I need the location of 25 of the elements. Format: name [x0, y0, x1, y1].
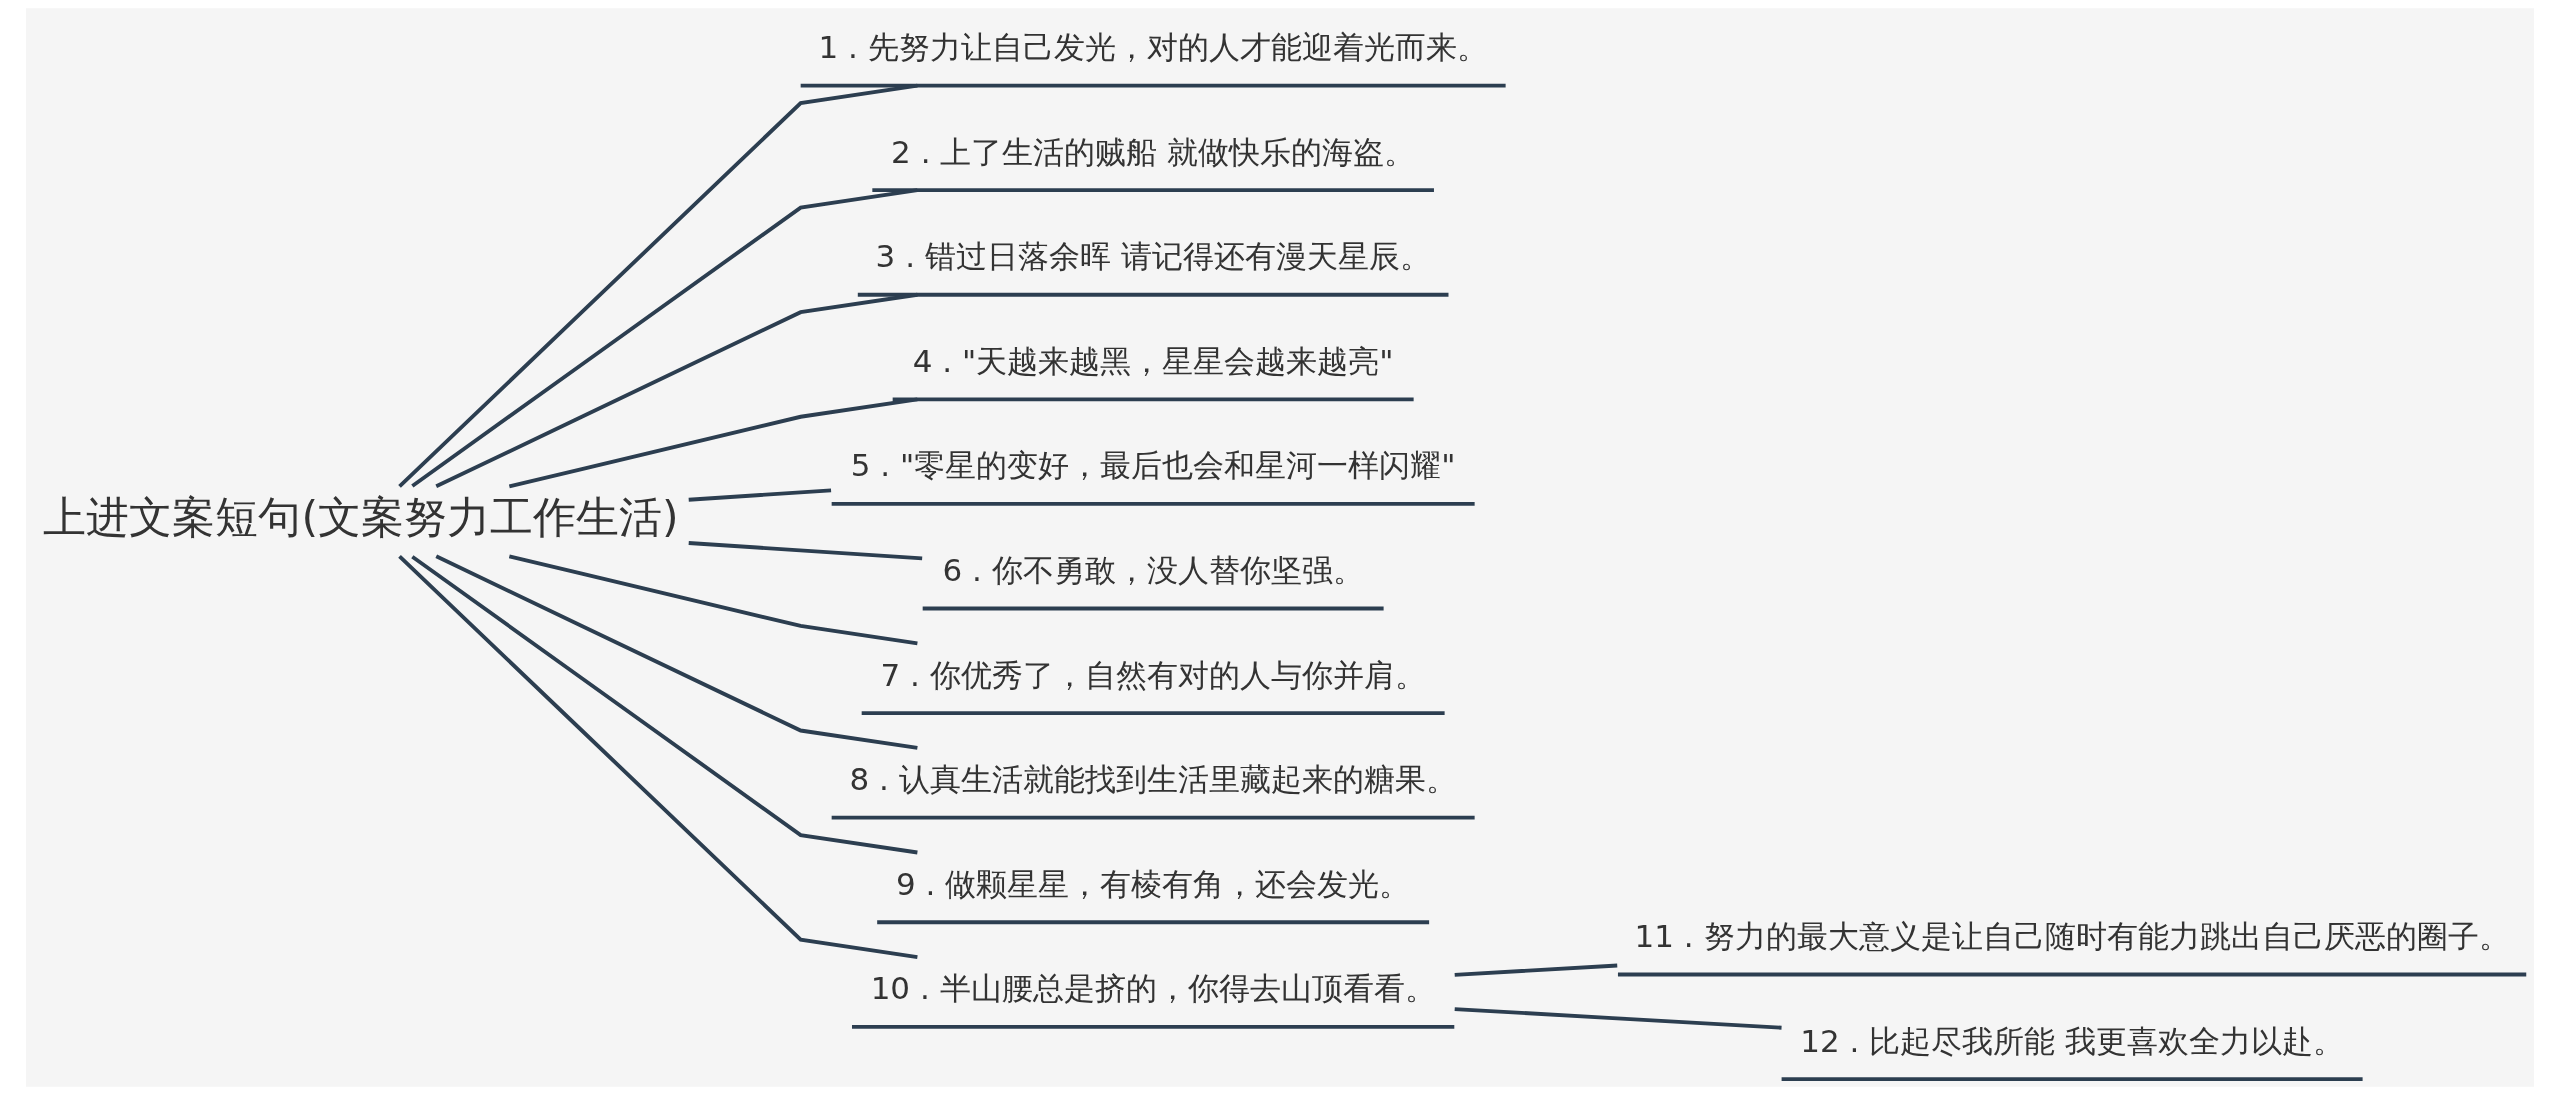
- node-text: 5 . "零星的变好，最后也会和星河一样闪耀": [850, 447, 1456, 484]
- connector: [411, 555, 918, 855]
- connector: [1454, 1007, 1782, 1030]
- node-text: 9 . 做颗星星，有棱有角，还会发光。: [896, 865, 1411, 902]
- connector: [411, 188, 918, 488]
- node-text: 7 . 你优秀了，自然有对的人与你并肩。: [880, 656, 1426, 693]
- node-text: 2 . 上了生活的贼船 就做快乐的海盗。: [891, 133, 1416, 170]
- connector: [508, 554, 918, 646]
- node-text: 3 . 错过日落余晖 请记得还有漫天星辰。: [875, 238, 1431, 275]
- connector: [435, 554, 918, 750]
- connector: [508, 397, 918, 489]
- connector: [435, 292, 918, 489]
- node-text: 11 . 努力的最大意义是让自己随时有能力跳出自己厌恶的圈子。: [1634, 918, 2510, 955]
- connector: [688, 541, 923, 561]
- node-text: 6 . 你不勇敢，没人替你坚强。: [942, 552, 1364, 588]
- node-text: 10 . 半山腰总是挤的，你得去山顶看看。: [870, 970, 1436, 1007]
- connector: [1454, 963, 1618, 977]
- node-text: 上进文案短句(文案努力工作生活): [43, 492, 679, 543]
- connector: [688, 488, 832, 502]
- connector: [398, 554, 918, 959]
- node-text: 12 . 比起尽我所能 我更喜欢全力以赴。: [1800, 1022, 2344, 1059]
- node-text: 1 . 先努力让自己发光，对的人才能迎着光而来。: [818, 29, 1488, 66]
- node-text: 4 . "天越来越黑，星星会越来越亮": [912, 342, 1394, 379]
- node-text: 8 . 认真生活就能找到生活里藏起来的糖果。: [849, 761, 1457, 798]
- connector: [398, 83, 918, 488]
